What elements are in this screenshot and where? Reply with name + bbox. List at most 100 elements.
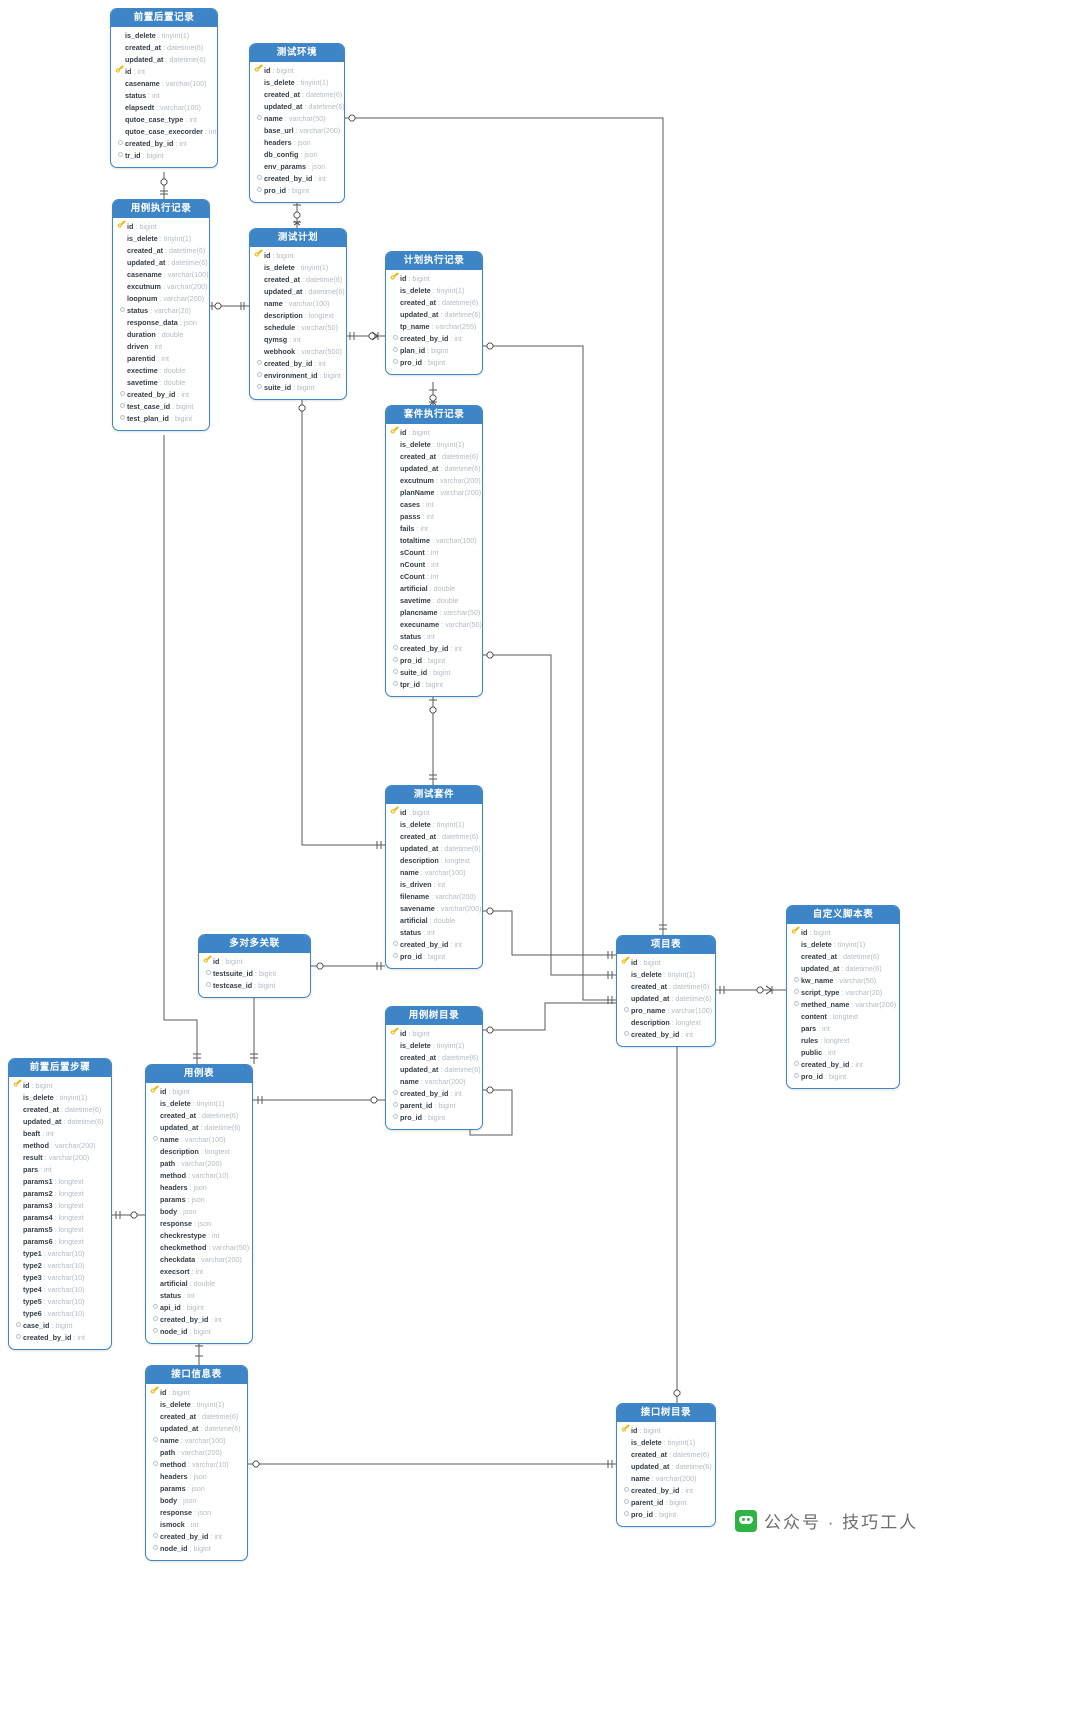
field-name: status [400,632,422,642]
field-type: : varchar(200) [159,294,205,304]
field-row: headers: json [254,137,340,149]
field-name: testsuite_id [213,969,253,979]
watermark: 公众号 · 技巧工人 [735,1508,918,1533]
foreign-key-icon [390,951,400,963]
field-row: updated_at: datetime(6) [150,1423,243,1435]
field-row: result: varchar(200) [13,1152,107,1164]
field-name: is_delete [400,286,431,296]
field-name: duration [127,330,156,340]
field-type: : int [191,1267,204,1277]
field-row: is_delete: tinyint(1) [390,1040,478,1052]
field-row: testsuite_id: bigint [203,968,306,980]
field-type: : bigint [189,1544,211,1554]
field-row: method: varchar(10) [150,1170,248,1182]
primary-key-icon [390,1028,400,1041]
field-type: : int [210,1315,222,1325]
field-name: suite_id [400,668,428,678]
field-row: type5: varchar(10) [13,1296,107,1308]
field-name: response_data [127,318,178,328]
field-type: : json [179,1496,197,1506]
foreign-key-icon [254,358,264,370]
field-row: case_id: bigint [13,1320,107,1332]
foreign-key-icon [791,999,801,1011]
entity-title-project: 项目表 [617,936,715,955]
field-type: : bigint [639,958,661,968]
field-row: loopnum: varchar(200) [117,293,205,305]
field-row: created_by_id: int [390,1088,478,1100]
field-row: parent_id: bigint [621,1497,711,1509]
field-name: params2 [23,1189,53,1199]
field-type: : int [207,1231,220,1241]
field-name: filename [400,892,430,902]
field-row: type3: varchar(10) [13,1272,107,1284]
field-type: : varchar(50) [208,1243,250,1253]
field-name: updated_at [400,1065,439,1075]
field-name: is_driven [400,880,432,890]
field-name: created_by_id [400,334,449,344]
field-row: environment_id: bigint [254,370,342,382]
field-type: : double [159,378,186,388]
field-name: name [160,1135,179,1145]
field-type: : varchar(200) [651,1474,697,1484]
field-row: params: json [150,1483,243,1495]
field-type: : longtext [54,1225,84,1235]
field-row: created_at: datetime(6) [791,951,895,963]
field-row: description: longtext [254,310,342,322]
field-row: pro_id: bigint [254,185,340,197]
field-row: type2: varchar(10) [13,1260,107,1272]
field-type: : varchar(100) [156,103,201,113]
field-type: : bigint [287,186,310,196]
field-row: test_case_id: bigint [117,401,205,413]
field-name: params3 [23,1201,53,1211]
field-row: created_by_id: int [115,138,213,150]
field-name: updated_at [264,287,303,297]
field-type: : bigint [172,402,194,412]
field-type: : datetime(6) [841,964,882,974]
field-row: id: bigint [621,1425,711,1437]
field-row: name: varchar(200) [390,1076,478,1088]
field-name: pro_id [400,952,422,962]
field-name: node_id [160,1544,188,1554]
field-name: description [400,856,439,866]
field-type: : tinyint(1) [157,31,190,41]
field-name: created_at [631,1450,667,1460]
field-row: parentid: int [117,353,205,365]
field-name: updated_at [264,102,303,112]
field-row: filename: varchar(200) [390,891,478,903]
field-type: : tinyint(1) [159,234,192,244]
field-row: is_delete: tinyint(1) [621,1437,711,1449]
field-type: : varchar(10) [43,1309,85,1319]
field-row: params4: longtext [13,1212,107,1224]
field-name: id [160,1388,167,1398]
field-type: : longtext [304,311,334,321]
field-row: webhook: varchar(500) [254,346,342,358]
field-name: body [160,1496,178,1506]
field-name: savename [400,904,435,914]
field-name: id [125,67,132,77]
field-type: : int [818,1024,830,1034]
field-name: id [160,1087,167,1097]
entity-title-plan_exec_record: 计划执行记录 [386,252,482,271]
field-name: updated_at [23,1117,62,1127]
primary-key-icon [117,221,127,234]
field-name: pro_id [264,186,286,196]
field-row: description: longtext [621,1017,711,1029]
field-row: path: varchar(200) [150,1158,248,1170]
field-row: artificial: double [390,915,478,927]
field-row: created_at: datetime(6) [115,42,213,54]
